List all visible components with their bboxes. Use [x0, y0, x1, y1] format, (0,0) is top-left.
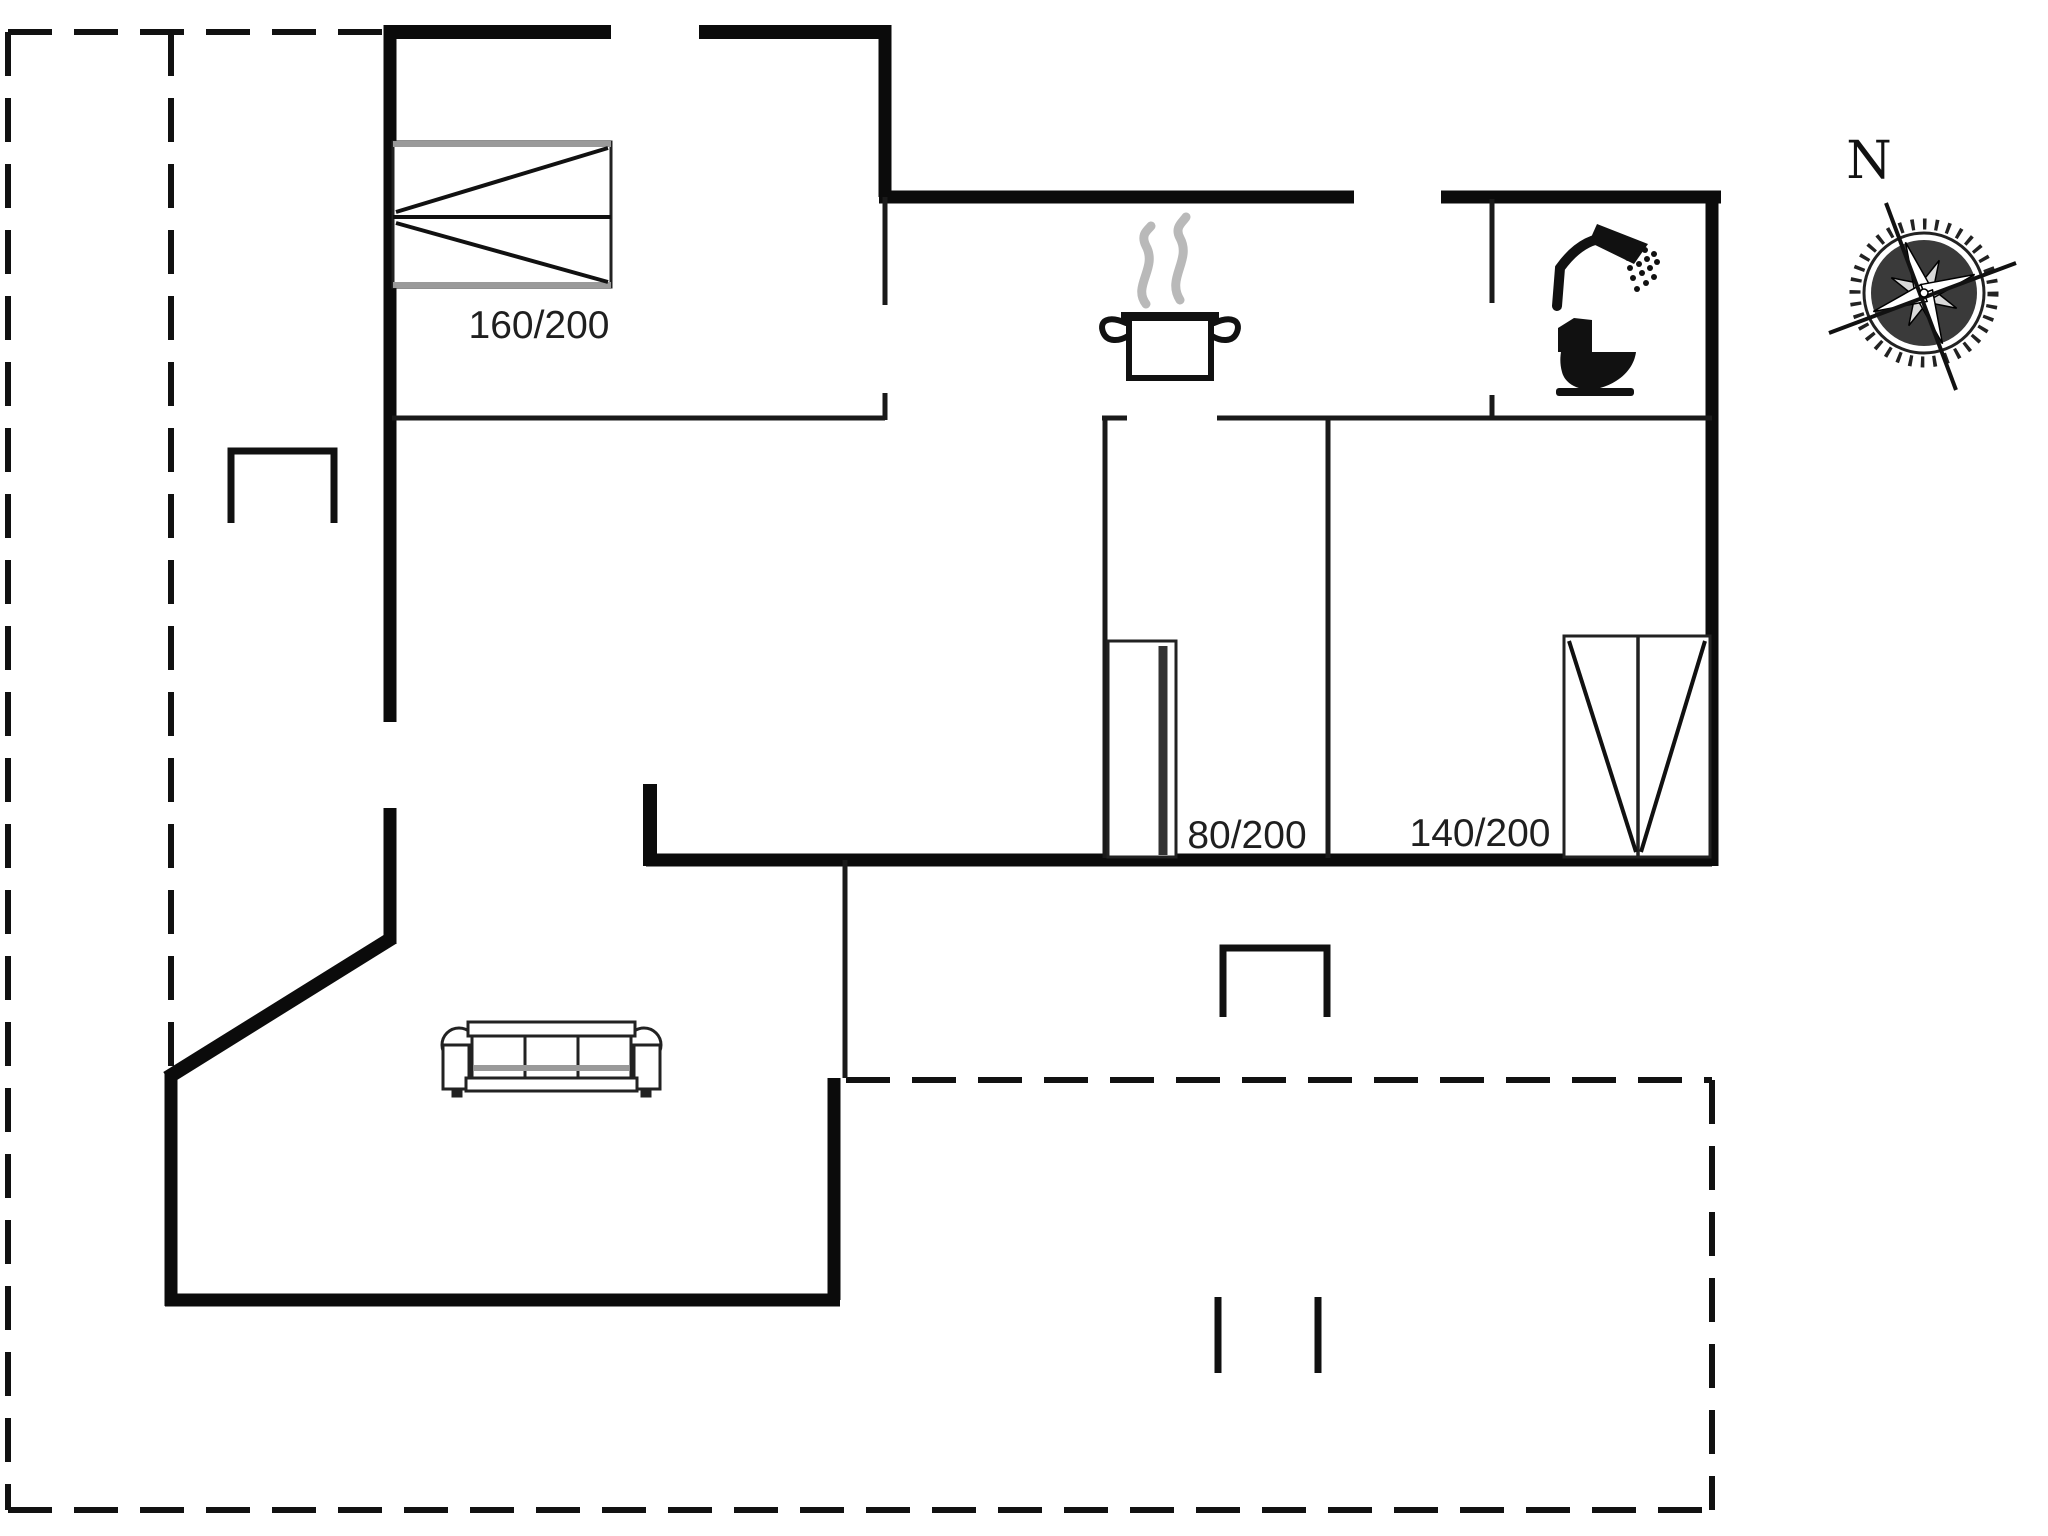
- double-bed-140-icon: [1562, 634, 1712, 859]
- pot-handle-left: [1099, 316, 1131, 343]
- sofa-foot-right: [640, 1090, 652, 1098]
- terrace-boundary-dashed: [5, 29, 1715, 1513]
- steam-wisp-right: [1171, 212, 1191, 305]
- wall-diagonal: [163, 932, 396, 1084]
- compass-north-label: N: [1846, 131, 1892, 191]
- sofa-cushions: [470, 1034, 633, 1080]
- compass-rose-icon: [1828, 202, 2017, 391]
- step-niche-bottom: [1219, 944, 1331, 1017]
- toilet-base: [1556, 388, 1634, 396]
- bed-size-label-140: 140/200: [1410, 812, 1551, 855]
- compass-hub: [1919, 288, 1929, 298]
- toilet-icon: [1556, 318, 1636, 396]
- compass-outer-ring: [1862, 231, 1986, 355]
- sofa-base: [464, 1076, 639, 1093]
- single-bed-80-icon: [1106, 639, 1178, 859]
- bed-size-label-160: 160/200: [469, 304, 610, 347]
- step-niche-top-left: [227, 447, 338, 523]
- interior-walls: [392, 197, 1712, 1078]
- steaming-pot-icon: [1099, 212, 1241, 381]
- terrace-post-markers: [1214, 1297, 1322, 1373]
- double-bed-160-icon: [391, 140, 613, 289]
- compass-teeth-ring: [1849, 218, 1999, 368]
- pot-handle-right: [1209, 316, 1241, 343]
- sofa-foot-left: [451, 1090, 463, 1098]
- toilet-tank: [1558, 318, 1592, 352]
- bed-size-label-80: 80/200: [1187, 814, 1306, 857]
- shower-spray-dots: [1625, 247, 1660, 292]
- pot-body: [1126, 315, 1214, 381]
- sofa-icon: [440, 1020, 663, 1098]
- exterior-walls: [163, 25, 1721, 1307]
- shower-head: [1589, 224, 1648, 264]
- steam-wisp-left: [1137, 221, 1156, 309]
- shower-icon: [1552, 224, 1660, 311]
- sofa-back: [466, 1020, 637, 1038]
- toilet-bowl: [1560, 352, 1636, 390]
